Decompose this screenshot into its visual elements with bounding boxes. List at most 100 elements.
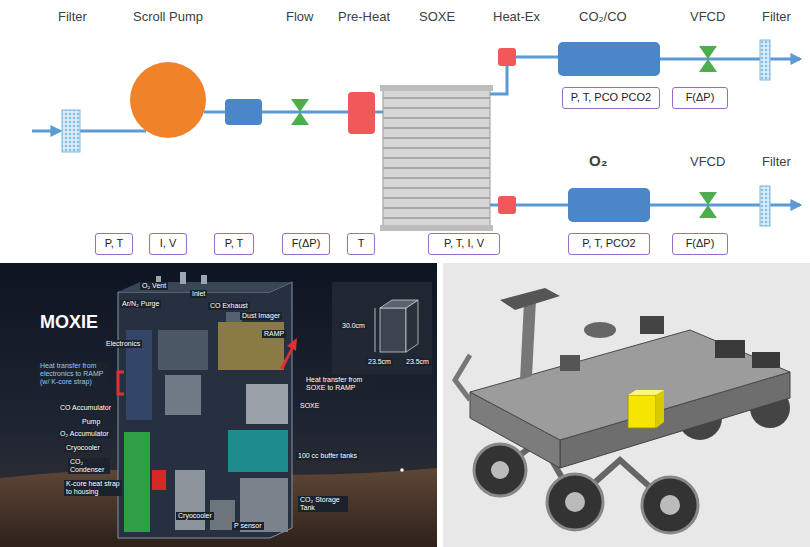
rover-illustration-part: [470, 330, 790, 440]
part-label: P sensor: [232, 522, 264, 530]
soxe-stack-part: [383, 197, 490, 199]
gas-label: O₂: [589, 152, 607, 169]
heat-exchanger-box: [498, 48, 516, 214]
moxie-cutaway-part: [124, 432, 150, 532]
moxie-cutaway-part: [152, 470, 166, 490]
heat-exchanger-box-part: [498, 196, 516, 214]
valve-symbol-part: [699, 59, 717, 72]
note-label: Heat transfer from electronics to RAMP (…: [38, 362, 108, 386]
size-inset-part: [380, 300, 418, 308]
sensor-text: I, V: [160, 237, 177, 250]
sensor-text: F(ΔP): [292, 237, 321, 250]
soxe-stack-part: [383, 137, 490, 139]
part-label: O₂ Accumulator: [58, 430, 111, 438]
flow-line-part: [32, 130, 60, 133]
filter-symbol-part: [760, 186, 770, 226]
filter-symbol-part: [760, 40, 770, 80]
valve-symbol-part: [291, 99, 309, 112]
soxe-stack-part: [383, 207, 490, 209]
part-label: CO Exhaust: [208, 302, 250, 310]
rover-illustration-part: [628, 390, 664, 395]
rover-illustration-part: [752, 352, 780, 368]
preheater-box: [348, 92, 375, 134]
filter-symbol-part: [62, 110, 80, 152]
moxie-cutaway-part: [118, 282, 292, 538]
valve-symbol-part: [699, 205, 717, 218]
rover-illustration-part: [474, 444, 526, 496]
moxie-cutaway-part: [228, 430, 288, 472]
sensor-box: F(ΔP): [672, 87, 728, 109]
dimension: 23.5cm: [366, 358, 393, 366]
component-heading: Filter: [762, 155, 791, 170]
part-label: Electronics: [104, 340, 142, 348]
size-inset-part: [406, 300, 418, 352]
valve-symbol-part: [699, 46, 717, 59]
sensor-text: P, T: [105, 237, 124, 250]
sensor-box: P, T: [214, 233, 254, 255]
flow-line-part: [650, 204, 760, 207]
sensor-box: F(ΔP): [672, 233, 728, 255]
moxie-cutaway: [118, 272, 297, 538]
size-inset-part: [380, 308, 406, 352]
part-label: Inlet: [190, 290, 207, 298]
valve-symbol-part: [291, 112, 309, 125]
part-label: Cryocooler: [64, 444, 102, 452]
flow-line-part: [490, 204, 498, 207]
soxe-stack: [380, 85, 493, 231]
part-label: CO Accumulator: [58, 404, 113, 412]
sensor-text: F(ΔP): [686, 237, 715, 250]
rover-illustration-part: [565, 492, 585, 512]
sensor-text: P, T, PCO PCO2: [571, 91, 651, 104]
soxe-stack-part: [383, 98, 490, 218]
flow-line-part: [660, 58, 760, 61]
moxie-cutaway-part: [280, 338, 297, 370]
flow-line-part: [516, 204, 568, 207]
gas-box-part: [558, 42, 660, 76]
flow-line-part: [375, 111, 383, 114]
rover-illustration: [455, 288, 790, 533]
rover-illustration-part: [560, 355, 580, 371]
heat-exchanger-box-part: [498, 48, 516, 66]
sensor-box: P, T, I, V: [428, 233, 500, 255]
soxe-stack-part: [383, 157, 490, 159]
moxie-cutaway-part: [118, 372, 124, 394]
flow-line-part: [262, 111, 348, 114]
moxie-cutaway-part: [175, 470, 205, 530]
flow-line-part: [770, 204, 800, 207]
part-label: SOXE: [298, 402, 321, 410]
part-label: O₂ Vent: [140, 282, 168, 290]
sensor-box: P, T: [95, 233, 133, 255]
soxe-stack-part: [383, 107, 490, 109]
part-label: CO₂ Storage Tank: [298, 496, 348, 512]
flow-line-part: [516, 56, 558, 59]
soxe-stack-part: [383, 177, 490, 179]
soxe-stack-part: [383, 187, 490, 189]
gas-box-part: [568, 188, 650, 222]
scroll-pump-symbol: [130, 62, 206, 138]
size-inset-part: [332, 282, 432, 374]
rover-illustration-part: [640, 316, 664, 334]
rover-illustration-part: [500, 288, 560, 310]
soxe-stack-part: [383, 147, 490, 149]
sensor-box: F(ΔP): [282, 233, 330, 255]
moxie-cutaway-part: [180, 272, 186, 284]
soxe-stack-part: [383, 127, 490, 129]
component-heading: Heat-Ex: [493, 10, 540, 25]
part-label: Dust Imager: [240, 312, 282, 320]
component-heading: Pre-Heat: [338, 10, 390, 25]
component-heading: CO₂/CO: [579, 10, 627, 25]
moxie-cutaway-part: [246, 384, 288, 424]
part-label: CO₂ Condenser: [68, 458, 110, 474]
note-label: Heat transfer from SOXE to RAMP: [304, 376, 376, 392]
soxe-stack-part: [380, 225, 493, 231]
dimension: 23.5cm: [404, 358, 431, 366]
sensor-text: T: [358, 237, 365, 250]
soxe-stack-part: [383, 167, 490, 169]
star: [400, 468, 404, 472]
rover-illustration-part: [547, 474, 603, 530]
part-label: Pump: [80, 418, 102, 426]
moxie-cutaway-part: [165, 375, 201, 415]
component-heading: VFCD: [690, 155, 725, 170]
